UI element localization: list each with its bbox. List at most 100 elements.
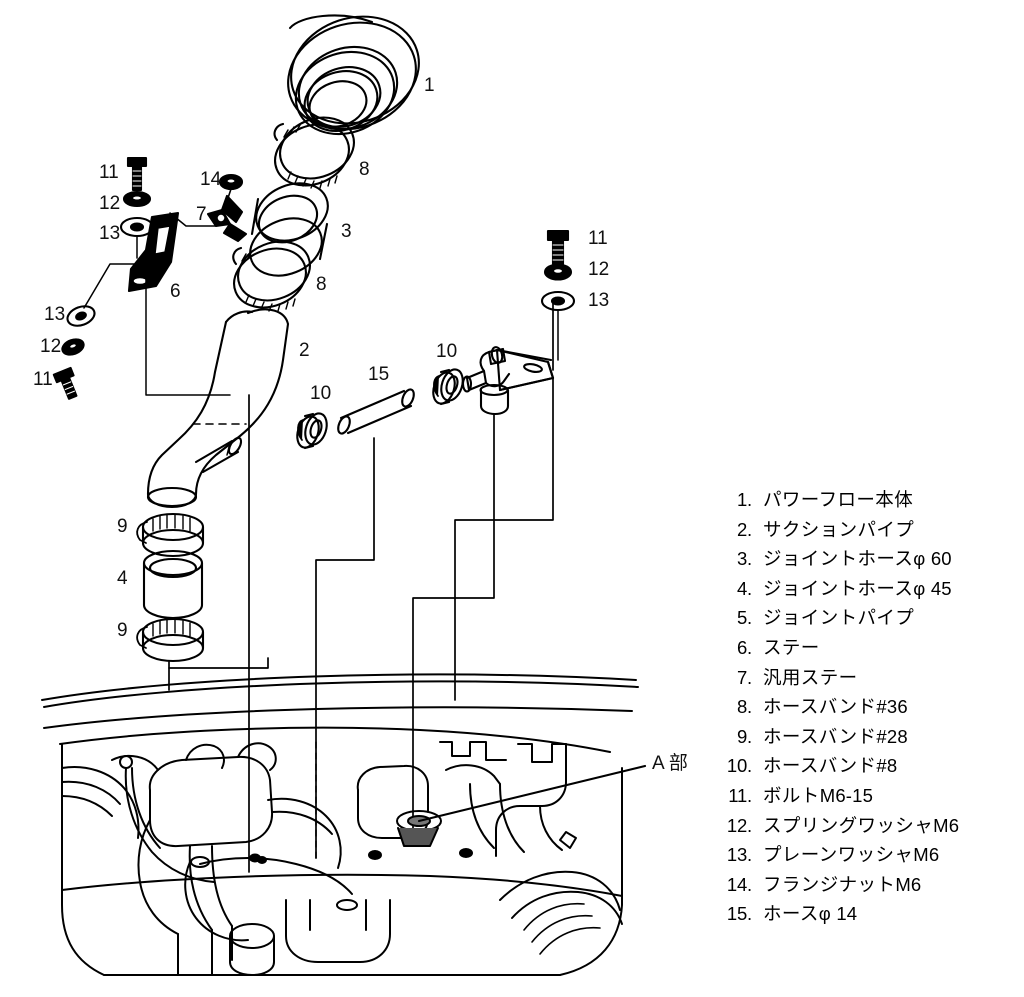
callout-10-right: 10 (436, 341, 458, 362)
part-hose-band-36-upper (273, 116, 355, 189)
legend-number: 13. (726, 844, 752, 866)
callout-11-lower-left: 11 (33, 369, 53, 390)
legend-name: 汎用ステー (763, 666, 858, 688)
legend-row: 9. ホースバンド #28 (716, 723, 1024, 753)
callout-1: 1 (424, 75, 435, 96)
legend-row: 4. ジョイントホース φ 45 (716, 575, 1024, 605)
legend-name: ボルト (763, 784, 820, 806)
parts-legend: 1. パワーフロー本体 2. サクションパイプ 3. ジョイントホース φ 60… (716, 486, 1024, 930)
part-bolt-lower-left (52, 366, 78, 400)
callout-13-upper-left: 13 (99, 223, 121, 244)
legend-number: 3. (736, 548, 752, 570)
legend-row: 12. スプリングワッシャ M6 (716, 812, 1024, 842)
legend-spec: φ 60 (913, 548, 952, 570)
legend-spec: φ 14 (818, 903, 858, 925)
legend-spec: φ 45 (913, 577, 952, 599)
legend-number: 14. (726, 873, 752, 895)
legend-spec: M6 (895, 873, 922, 895)
part-hose-band-28-lower (136, 617, 205, 663)
legend-spec: #28 (876, 725, 908, 747)
legend-name: ホース (763, 903, 819, 925)
legend-name: フランジナット (763, 873, 896, 895)
callout-13-lower-left: 13 (44, 304, 66, 325)
legend-spec: M6 (913, 844, 940, 866)
legend-row: 8. ホースバンド #36 (716, 693, 1024, 723)
callout-11-upper-left: 11 (99, 162, 119, 183)
callout-12-right: 12 (588, 259, 610, 280)
legend-row: 2. サクションパイプ (716, 516, 1024, 546)
part-hose-band-28-upper (136, 512, 205, 558)
legend-name: パワーフロー本体 (763, 489, 914, 510)
legend-name: ジョイントホース (763, 548, 914, 570)
legend-row: 7. 汎用ステー (716, 664, 1024, 694)
callout-2: 2 (299, 340, 310, 361)
part-spring-washer-upper-left (122, 190, 152, 208)
callout-3: 3 (341, 221, 352, 242)
part-universal-stay (206, 194, 248, 243)
legend-name: ステー (763, 636, 820, 658)
part-flange-nut (218, 173, 244, 191)
legend-row: 11. ボルト M6-15 (716, 782, 1024, 812)
callout-9-upper: 9 (117, 516, 128, 537)
part-bolt-upper-left (126, 156, 148, 192)
callout-section-a: A 部 (652, 753, 688, 774)
part-bolt-right (546, 229, 570, 266)
legend-number: 10. (726, 755, 752, 777)
legend-number: 7. (736, 666, 752, 688)
legend-number: 12. (726, 814, 752, 836)
callout-8-lower: 8 (316, 274, 327, 295)
part-joint-hose-60 (249, 182, 329, 277)
callout-7: 7 (196, 204, 207, 225)
callout-6: 6 (170, 281, 181, 302)
callout-14: 14 (200, 169, 222, 190)
legend-number: 9. (736, 725, 752, 747)
legend-name: ホースバンド (763, 696, 877, 718)
part-spring-washer-right (543, 263, 573, 281)
legend-row: 13. プレーンワッシャ M6 (716, 841, 1024, 871)
legend-spec: M6-15 (819, 784, 874, 806)
callout-12-lower-left: 12 (40, 336, 62, 357)
callout-10-left: 10 (310, 383, 332, 404)
part-spring-washer-lower-left (61, 338, 85, 356)
part-hose-band-8-left (296, 412, 328, 450)
callout-15: 15 (368, 364, 390, 385)
callout-4: 4 (117, 568, 128, 589)
legend-name: ジョイントホース (763, 577, 914, 599)
legend-row: 5. ジョイントパイプ (716, 604, 1024, 634)
part-suction-pipe (146, 308, 290, 509)
callout-9-lower: 9 (117, 620, 128, 641)
callout-12-upper-left: 12 (99, 193, 121, 214)
callout-13-right: 13 (588, 290, 610, 311)
engine-bay-illustration (41, 673, 639, 976)
legend-row: 15. ホース φ 14 (716, 900, 1024, 930)
legend-spec: #36 (876, 696, 908, 718)
part-joint-pipe (461, 346, 555, 416)
legend-name: ジョイントパイプ (763, 607, 915, 629)
legend-number: 15. (726, 903, 752, 925)
legend-number: 5. (736, 607, 752, 629)
legend-number: 6. (736, 636, 752, 658)
legend-row: 10. ホースバンド #8 (716, 752, 1024, 782)
legend-name: スプリングワッシャ (763, 814, 934, 836)
part-joint-hose-45 (142, 549, 204, 620)
part-plain-washer-lower-left (66, 305, 96, 327)
leader-lines-to-engine (168, 299, 554, 873)
callout-11-right: 11 (588, 228, 608, 249)
legend-number: 11. (728, 784, 752, 806)
part-hose-band-8-right (432, 368, 464, 406)
legend-row: 3. ジョイントホース φ 60 (716, 545, 1024, 575)
part-hose-band-36-lower (232, 240, 311, 312)
legend-number: 4. (736, 577, 752, 599)
legend-spec: M6 (933, 814, 960, 836)
part-stay (127, 211, 180, 293)
legend-row: 6. ステー (716, 634, 1024, 664)
legend-number: 8. (736, 696, 752, 718)
section-a-leader (417, 764, 647, 823)
legend-name: ホースバンド (763, 725, 877, 747)
callout-8-upper: 8 (359, 159, 370, 180)
legend-row: 1. パワーフロー本体 (716, 486, 1024, 516)
part-plain-washer-right (540, 290, 576, 312)
legend-row: 14. フランジナット M6 (716, 871, 1024, 901)
